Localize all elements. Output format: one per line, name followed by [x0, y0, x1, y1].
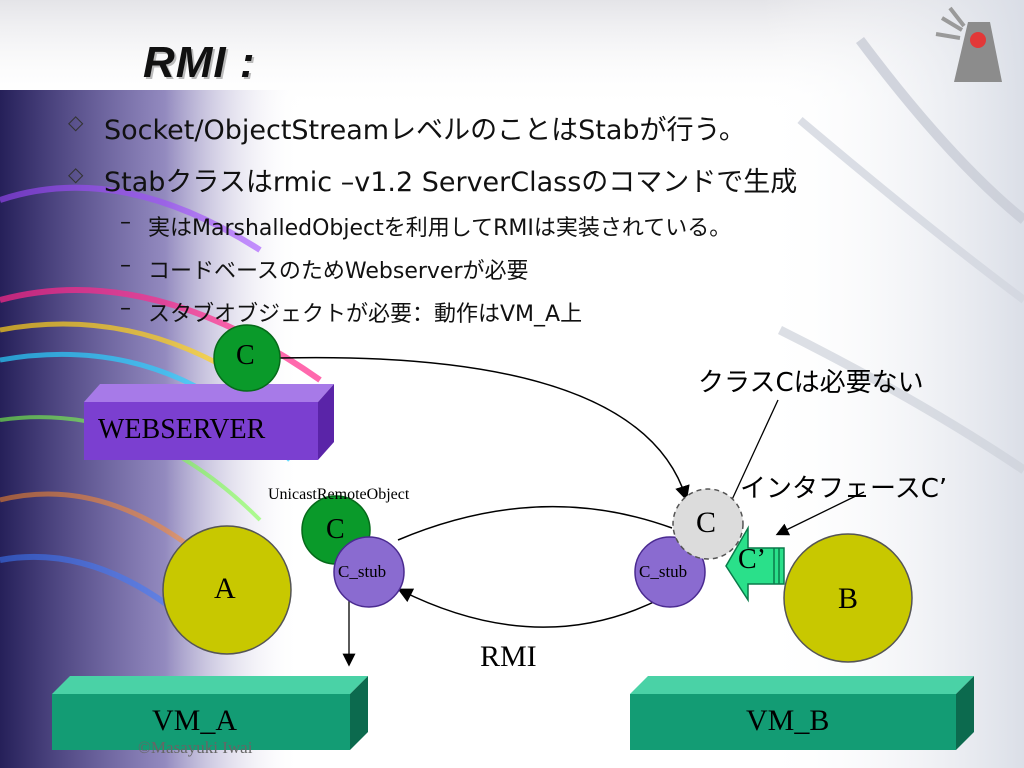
- slide-title: RMI :: [143, 38, 256, 87]
- interface-arrow-icon: [725, 525, 785, 603]
- webserver-class-circle: [213, 324, 281, 392]
- bullet-text: Stabクラスはrmic –v1.2 ServerClassのコマンドで生成: [104, 167, 798, 198]
- sub-bullet-text: スタブオブジェクトが必要：動作はVM_A上: [148, 302, 583, 327]
- diamond-bullet-icon: ◇: [68, 162, 84, 186]
- class-c-note: クラスCは必要ない: [698, 368, 924, 398]
- vm-a-label: VM_A: [152, 704, 238, 737]
- download-arrow: [279, 356, 690, 501]
- webserver-label: WEBSERVER: [98, 414, 266, 445]
- vm-b-label: VM_B: [746, 704, 830, 737]
- sub-bullet-1: – 実はMarshalledObjectを利用してRMIは実装されている。: [120, 210, 732, 242]
- vm-b-platform: [630, 676, 974, 750]
- client-object-label: A: [214, 572, 236, 605]
- rmi-loop-top: [397, 505, 673, 541]
- note-pointer-arrow: [775, 491, 865, 536]
- sub-bullet-text: 実はMarshalledObjectを利用してRMIは実装されている。: [148, 216, 732, 241]
- downloaded-class-label: C: [696, 506, 717, 539]
- server-object-circle: [783, 533, 913, 663]
- diamond-bullet-icon: ◇: [68, 110, 84, 134]
- client-object-circle: [162, 525, 292, 655]
- stub-b-circle: [634, 536, 706, 608]
- sub-bullet-text: コードベースのためWebserverが必要: [148, 259, 529, 284]
- stub-b-label: C_stub: [639, 562, 688, 581]
- note-pointer-line: [729, 399, 779, 505]
- stub-a-circle: [333, 536, 405, 608]
- bullet-1: ◇ Socket/ObjectStreamレベルのことはStabが行う。: [68, 108, 746, 147]
- mascot-logo: [935, 6, 1002, 82]
- copyright-footer: ©Masayuki Iwai: [138, 738, 253, 757]
- vm-a-platform: [52, 676, 368, 750]
- rmi-loop-bottom: [397, 588, 663, 628]
- dash-bullet-icon: –: [120, 296, 131, 321]
- dash-bullet-icon: –: [120, 253, 131, 278]
- unicast-remote-object-label: UnicastRemoteObject: [268, 486, 410, 503]
- rmi-label: RMI: [480, 640, 537, 673]
- stub-a-label: C_stub: [338, 562, 387, 581]
- sub-bullet-2: – コードベースのためWebserverが必要: [120, 253, 529, 285]
- remote-class-label: C: [326, 514, 345, 545]
- webserver-box: [84, 384, 334, 460]
- interface-note: インタフェースC’: [740, 474, 948, 504]
- server-object-label: B: [838, 582, 859, 615]
- webserver-class-label: C: [236, 340, 255, 371]
- downloaded-class-circle: [672, 488, 744, 560]
- bullet-text: Socket/ObjectStreamレベルのことはStabが行う。: [104, 115, 746, 146]
- interface-label: C’: [738, 544, 766, 575]
- bullet-2: ◇ Stabクラスはrmic –v1.2 ServerClassのコマンドで生成: [68, 160, 798, 199]
- dash-bullet-icon: –: [120, 210, 131, 235]
- sub-bullet-3: – スタブオブジェクトが必要：動作はVM_A上: [120, 296, 583, 328]
